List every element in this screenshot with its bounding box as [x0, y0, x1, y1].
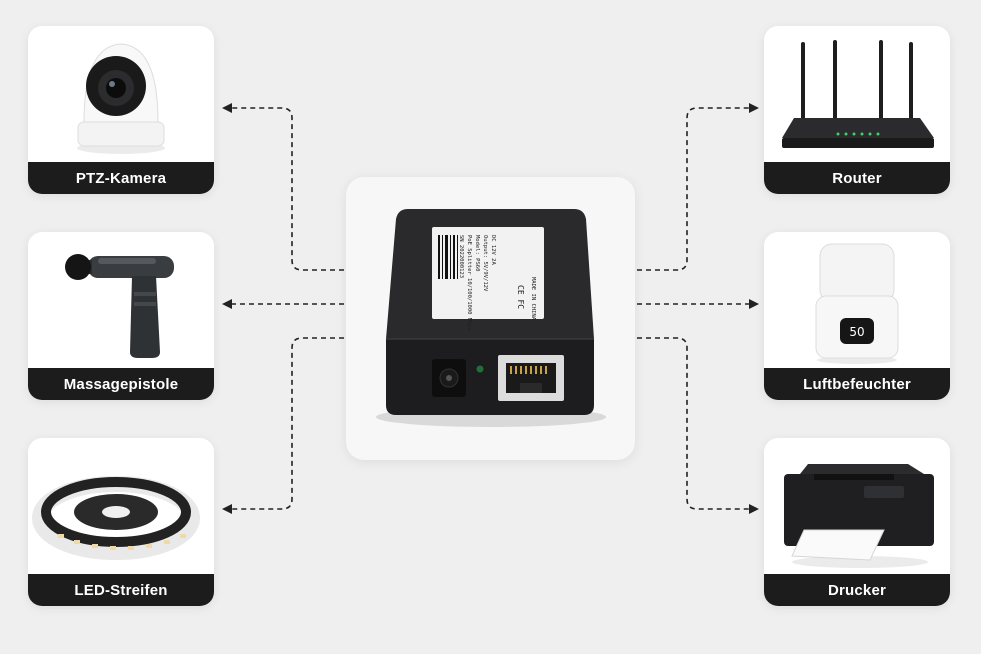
- device-label-router: Router: [764, 162, 950, 194]
- device-card-router: Router: [764, 26, 950, 194]
- device-card-ptz-camera: PTZ-Kamera: [28, 26, 214, 194]
- connector-printer: [637, 337, 759, 514]
- connector-ptz-camera: [222, 103, 344, 271]
- device-card-humidifier: 50 Luftbefeuchter: [764, 232, 950, 400]
- led-strip-icon: [32, 476, 200, 560]
- hub-label-line-4: DC 12V 2A: [490, 235, 496, 265]
- hub-serial: SN 2022000123: [458, 235, 464, 278]
- device-card-massage-gun: Massagepistole: [28, 232, 214, 400]
- device-label-humidifier: Luftbefeuchter: [764, 368, 950, 400]
- poe-splitter-card: PoE Splitter 10/100/1000 Mbps Model: PS6…: [346, 177, 635, 460]
- hub-ce-mark: CE FC: [516, 285, 525, 309]
- hub-label-line-2: Model: PS60: [474, 235, 480, 271]
- humidifier-display: 50: [849, 325, 864, 339]
- hub-label-line-1: PoE Splitter 10/100/1000 Mbps: [466, 235, 472, 331]
- device-card-printer: Drucker: [764, 438, 950, 606]
- massage-gun-icon: [65, 254, 174, 358]
- device-card-led-strip: LED-Streifen: [28, 438, 214, 606]
- device-label-ptz-camera: PTZ-Kamera: [28, 162, 214, 194]
- barcode: [438, 235, 458, 279]
- router-icon: [782, 40, 934, 148]
- connector-led-strip: [222, 337, 344, 514]
- ptz-camera-icon: [77, 43, 165, 154]
- humidifier-icon: 50: [815, 243, 899, 364]
- device-label-printer: Drucker: [764, 574, 950, 606]
- hub-label-line-3: Output: 5V/9V/12V: [482, 235, 488, 292]
- device-label-led-strip: LED-Streifen: [28, 574, 214, 606]
- device-label-massage-gun: Massagepistole: [28, 368, 214, 400]
- poe-splitter-icon: PoE Splitter 10/100/1000 Mbps Model: PS6…: [376, 209, 606, 427]
- connector-router: [637, 103, 759, 271]
- printer-icon: [784, 464, 934, 568]
- hub-made-in: MADE IN CHINA: [530, 277, 536, 321]
